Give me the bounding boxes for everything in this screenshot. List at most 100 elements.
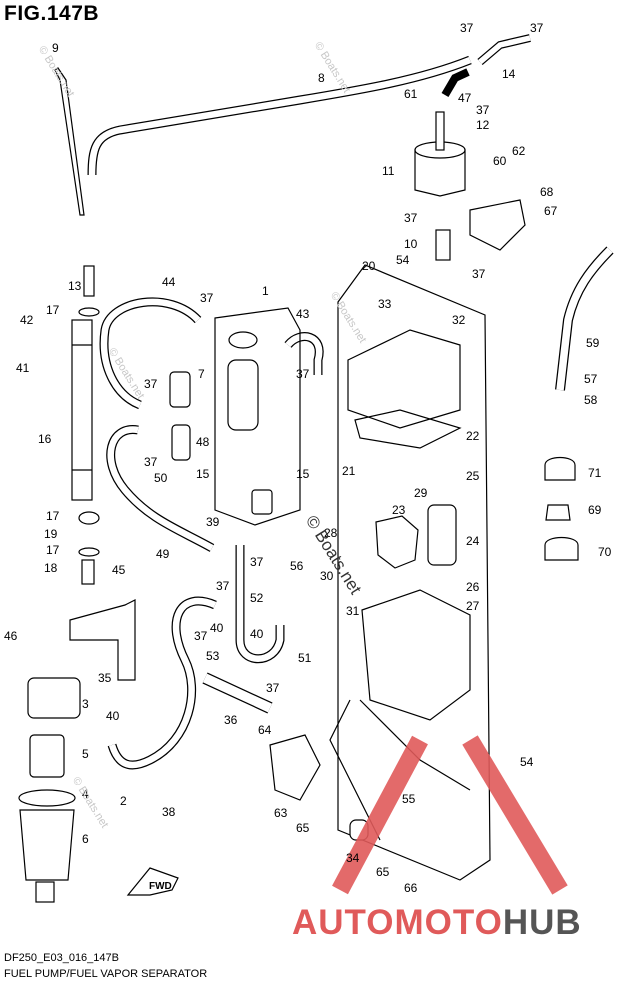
- part-number-label: 28: [324, 526, 338, 540]
- part-number-label: 4: [82, 787, 89, 801]
- o-ring-4: [18, 789, 76, 807]
- part-number-label: 1: [262, 284, 269, 298]
- bracket-16: [71, 319, 93, 501]
- filter-housing-3: [27, 677, 81, 719]
- part-number-label: 37: [144, 455, 158, 469]
- part-number-label: 19: [44, 527, 58, 541]
- part-number-label: 37: [216, 579, 230, 593]
- part-number-label: 62: [512, 144, 526, 158]
- part-number-label: 37: [530, 21, 544, 35]
- part-number-label: 22: [466, 429, 480, 443]
- brand-part-2: HUB: [502, 903, 582, 942]
- grommet-69: [545, 504, 571, 521]
- part-number-label: 15: [196, 467, 210, 481]
- part-number-label: 48: [196, 435, 210, 449]
- part-number-label: 56: [290, 559, 304, 573]
- fuel-pump: [227, 359, 259, 431]
- part-number-label: 18: [44, 561, 58, 575]
- part-number-label: 37: [460, 21, 474, 35]
- part-number-label: 54: [396, 253, 410, 267]
- part-number-label: 50: [154, 471, 168, 485]
- bracket-63: [269, 734, 321, 801]
- part-number-label: 35: [98, 671, 112, 685]
- part-number-label: 58: [584, 393, 598, 407]
- part-number-label: 66: [404, 881, 418, 895]
- part-number-label: 49: [156, 547, 170, 561]
- figure-code: DF250_E03_016_147B: [4, 952, 119, 964]
- part-number-label: 29: [414, 486, 428, 500]
- part-number-label: 25: [466, 469, 480, 483]
- brand-part-1: AUTOMOTO: [292, 903, 503, 942]
- part-number-label: 38: [162, 805, 176, 819]
- part-number-label: 30: [320, 569, 334, 583]
- part-number-label: 37: [250, 555, 264, 569]
- part-number-label: 37: [476, 103, 490, 117]
- part-number-label: 9: [52, 41, 59, 55]
- part-number-label: 51: [298, 651, 312, 665]
- part-number-label: 16: [38, 432, 52, 446]
- part-number-label: 5: [82, 747, 89, 761]
- clamp-71: [544, 456, 576, 481]
- part-number-label: 11: [382, 164, 395, 178]
- part-number-label: 24: [466, 534, 480, 548]
- part-number-label: 65: [296, 821, 310, 835]
- part-number-label: 14: [502, 67, 516, 81]
- part-number-label: 2: [120, 794, 127, 808]
- part-number-label: 37: [472, 267, 486, 281]
- separator-body: [361, 589, 471, 721]
- part-number-label: 55: [402, 792, 416, 806]
- part-number-label: 3: [82, 697, 89, 711]
- pump-frame-1: [214, 307, 301, 526]
- part-number-label: 17: [46, 543, 60, 557]
- part-number-label: 20: [362, 259, 376, 273]
- brand-watermark: AUTOMOTOHUB: [292, 903, 582, 943]
- part-number-label: 17: [46, 509, 60, 523]
- part-number-label: 37: [144, 377, 158, 391]
- part-number-label: 61: [404, 87, 418, 101]
- fwd-arrow: [126, 867, 179, 896]
- part-number-label: 63: [274, 806, 288, 820]
- part-number-label: 44: [162, 275, 176, 289]
- part-number-label: 46: [4, 629, 18, 643]
- gasket-22: [354, 409, 462, 449]
- part-number-label: 40: [106, 709, 120, 723]
- cover-23: [375, 515, 419, 569]
- part-number-label: 27: [466, 599, 480, 613]
- part-number-label: 52: [250, 591, 264, 605]
- part-number-label: 7: [198, 367, 205, 381]
- bracket-67: [469, 199, 526, 251]
- part-number-label: 70: [598, 545, 612, 559]
- watermark-triangle: [332, 735, 568, 895]
- part-number-label: 37: [296, 367, 310, 381]
- part-number-label: 21: [342, 464, 356, 478]
- fuel-pump-24: [427, 504, 457, 566]
- part-number-label: 41: [16, 361, 30, 375]
- part-number-label: 34: [346, 851, 360, 865]
- part-number-label: 37: [266, 681, 280, 695]
- part-number-label: 64: [258, 723, 272, 737]
- separator-frame-20: [337, 264, 491, 881]
- part-number-label: 26: [466, 580, 480, 594]
- part-number-label: 10: [404, 237, 418, 251]
- bracket-45: [69, 599, 136, 681]
- part-number-label: 15: [296, 467, 310, 481]
- clamp-70: [544, 536, 579, 561]
- part-number-label: 37: [404, 211, 418, 225]
- figure-title: FIG.147B: [4, 2, 100, 25]
- part-number-label: 40: [210, 621, 224, 635]
- part-number-label: 31: [346, 604, 360, 618]
- part-number-label: 57: [584, 372, 598, 386]
- part-number-label: 37: [194, 629, 208, 643]
- part-number-label: 53: [206, 649, 220, 663]
- filter-bowl-6: [19, 809, 75, 881]
- part-number-label: 13: [68, 279, 82, 293]
- part-number-label: 71: [588, 466, 602, 480]
- fwd-label: FWD: [149, 881, 172, 892]
- part-number-label: 32: [452, 313, 466, 327]
- hose-48: [441, 68, 470, 98]
- part-number-label: 23: [392, 503, 406, 517]
- filter-element-5: [29, 734, 65, 778]
- part-number-label: 60: [493, 154, 507, 168]
- part-number-label: 65: [376, 865, 390, 879]
